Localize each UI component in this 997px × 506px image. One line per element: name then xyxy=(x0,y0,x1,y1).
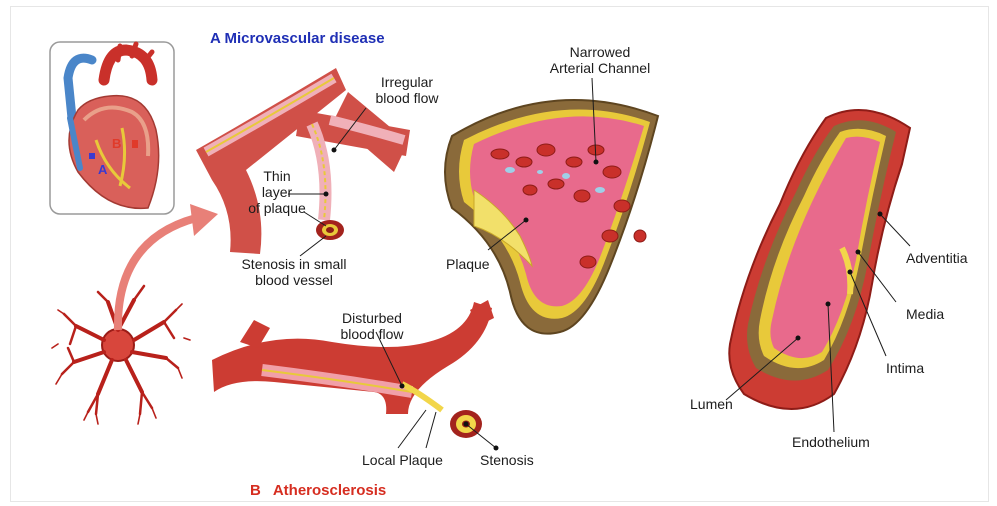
label-irregular-flow: Irregular blood flow xyxy=(362,74,452,106)
inset-label-b: B xyxy=(112,136,121,151)
inset-label-a: A xyxy=(98,162,107,177)
label-intima: Intima xyxy=(886,360,924,376)
label-thin-plaque: Thin layer of plaque xyxy=(244,168,310,216)
panel-a-title: A Microvascular disease xyxy=(210,30,385,47)
label-local-plaque: Local Plaque xyxy=(362,452,443,468)
heart-inset xyxy=(50,42,174,214)
arterial-cross-section xyxy=(445,100,658,334)
panel-b-title: B Atherosclerosis xyxy=(250,482,386,499)
label-stenosis: Stenosis xyxy=(480,452,534,468)
panel-a-text: Microvascular disease xyxy=(224,30,384,47)
label-plaque: Plaque xyxy=(446,256,490,272)
label-lumen: Lumen xyxy=(690,396,733,412)
label-stenosis-small: Stenosis in small blood vessel xyxy=(224,256,364,288)
label-endothelium: Endothelium xyxy=(792,434,870,450)
panel-b-text: Atherosclerosis xyxy=(273,482,386,499)
panel-a-letter: A xyxy=(210,30,220,47)
label-media: Media xyxy=(906,306,944,322)
pointer-arrowhead xyxy=(190,204,218,236)
label-adventitia: Adventitia xyxy=(906,250,967,266)
label-disturbed-flow: Disturbed blood flow xyxy=(322,310,422,342)
artery-wall-layers xyxy=(729,110,910,409)
panel-b-letter: B xyxy=(250,482,261,499)
pointer-arrow xyxy=(118,218,196,330)
label-narrowed-channel: Narrowed Arterial Channel xyxy=(530,44,670,76)
